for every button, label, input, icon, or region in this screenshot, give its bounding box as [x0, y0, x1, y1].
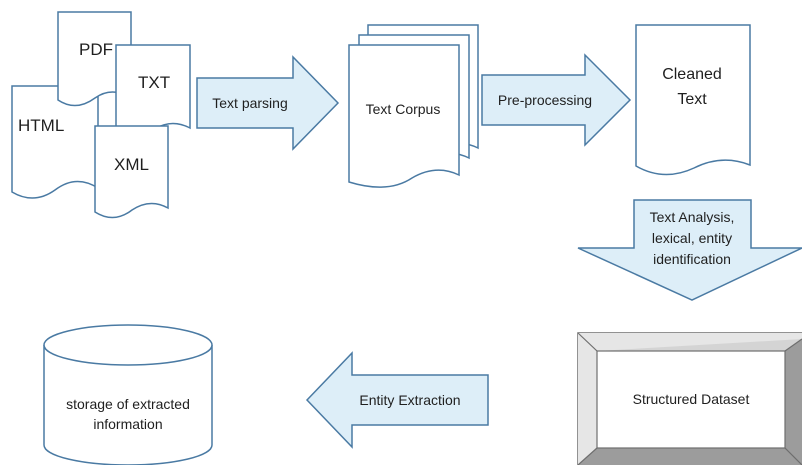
entity-extraction-arrow: Entity Extraction — [305, 351, 489, 449]
text-analysis-label-line-1: Text Analysis, — [650, 209, 735, 225]
html-document: HTML — [11, 85, 99, 199]
html-label: HTML — [18, 116, 64, 135]
text-corpus-stack: Text Corpus — [348, 24, 479, 188]
text-corpus-label: Text Corpus — [366, 101, 441, 117]
txt-document: TXT — [115, 44, 191, 139]
structured-dataset-frame: Structured Dataset — [577, 332, 802, 465]
pdf-label: PDF — [79, 40, 113, 59]
storage-label-line-2: information — [93, 416, 162, 432]
cleaned-label-line-1: Cleaned — [662, 66, 722, 83]
entity-extraction-label: Entity Extraction — [359, 392, 460, 408]
txt-label: TXT — [138, 73, 170, 92]
storage-label-line-1: storage of extracted — [66, 396, 190, 412]
xml-label: XML — [114, 155, 149, 174]
cleaned-label-line-2: Text — [677, 91, 707, 108]
xml-document: XML — [94, 125, 169, 219]
text-parsing-label: Text parsing — [212, 95, 287, 111]
storage-database-cylinder: storage of extracted information — [43, 324, 213, 465]
text-parsing-arrow: Text parsing — [196, 55, 340, 151]
text-analysis-label-line-2: lexical, entity — [652, 230, 732, 246]
pre-processing-arrow: Pre-processing — [481, 53, 632, 147]
pre-processing-label: Pre-processing — [498, 92, 592, 108]
cleaned-text-document: Cleaned Text — [635, 24, 751, 176]
text-analysis-label-line-3: identification — [653, 251, 731, 267]
structured-dataset-label: Structured Dataset — [633, 391, 750, 407]
text-analysis-arrow: Text Analysis, lexical, entity identific… — [577, 199, 802, 301]
